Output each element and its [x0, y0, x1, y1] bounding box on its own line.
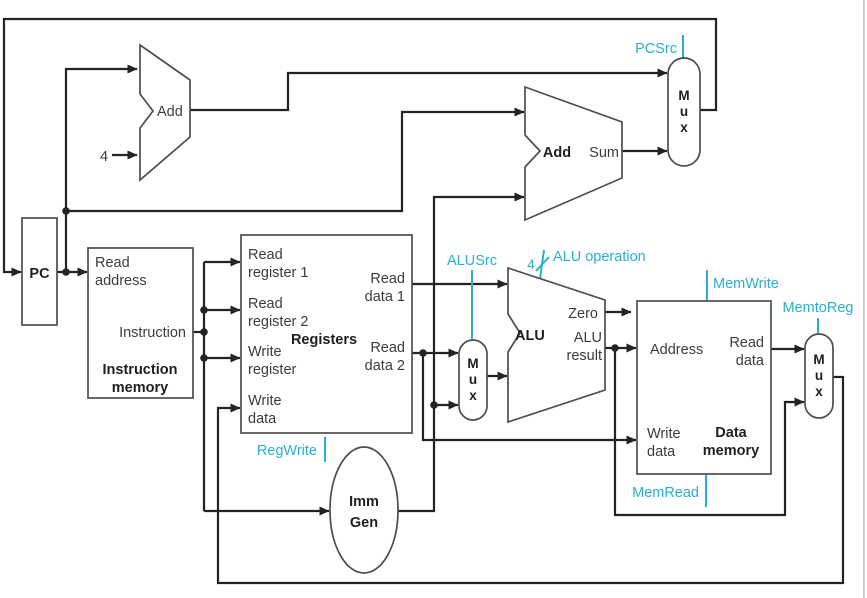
- branch-adder-sum-label: Sum: [589, 145, 619, 161]
- pc-adder-shape: [139, 43, 191, 182]
- alusrc-signal-label: ALUSrc: [447, 253, 497, 269]
- dmem-write-data-label-2: data: [647, 444, 676, 460]
- registers-read-data1-label-1: Read: [370, 271, 405, 287]
- registers-read-data1-label-2: data 1: [365, 289, 405, 305]
- imem-read-address-label-1: Read: [95, 255, 130, 271]
- alu-zero-label: Zero: [568, 306, 598, 322]
- imm-gen-label-2: Gen: [350, 515, 378, 531]
- alusrc-mux-shape: [458, 339, 488, 421]
- registers-title: Registers: [291, 332, 357, 348]
- pc-label: PC: [29, 266, 50, 282]
- alusrc-mux-letter-x: x: [469, 388, 477, 403]
- memread-signal-label: MemRead: [632, 485, 699, 501]
- registers-write-register-label-1: Write: [248, 344, 282, 360]
- page-right-edge: [863, 0, 865, 598]
- registers-read-data2-label-1: Read: [370, 340, 405, 356]
- junction-dot-read-data2: [419, 349, 427, 357]
- pcsrc-mux-shape: [667, 57, 701, 167]
- wire-pc-to-branch-adder: [66, 107, 525, 213]
- registers-write-data-label-2: data: [248, 411, 277, 427]
- wire-writeback-to-registers: [216, 375, 845, 585]
- junction-dot-instr-wr: [200, 354, 208, 362]
- dmem-address-label: Address: [650, 342, 703, 358]
- registers-read-data2-label-2: data 2: [365, 358, 405, 374]
- registers-write-data-label-1: Write: [248, 393, 282, 409]
- wire-alu-result-to-memtoreg-mux: [613, 348, 805, 517]
- junction-dot-instr-rr2: [200, 306, 208, 314]
- junction-dot-instr-main: [200, 328, 208, 336]
- dmem-title-1: Data: [715, 425, 747, 441]
- registers-box: [240, 234, 413, 434]
- memtoreg-mux-letter-m: M: [813, 352, 824, 367]
- alu-result-label-1: ALU: [574, 330, 602, 346]
- pcsrc-signal-label: PCSrc: [635, 41, 677, 57]
- pcsrc-mux-letter-u: u: [680, 104, 688, 119]
- constant-4-label: 4: [100, 149, 108, 165]
- imem-read-address-label-2: address: [95, 273, 147, 289]
- memwrite-signal-label: MemWrite: [713, 276, 779, 292]
- junction-dot-pc-branch: [62, 207, 70, 215]
- wire-pc-to-pc-adder: [64, 64, 138, 272]
- dmem-title-2: memory: [703, 443, 759, 459]
- alusrc-mux-letter-u: u: [469, 372, 477, 387]
- imem-title-2: memory: [112, 380, 168, 396]
- registers-write-register-label-2: register: [248, 362, 297, 378]
- branch-adder-shape: [524, 85, 623, 222]
- dmem-write-data-label-1: Write: [647, 426, 681, 442]
- memtoreg-mux-shape: [804, 333, 834, 419]
- memtoreg-mux-letter-x: x: [815, 384, 823, 399]
- registers-read-register1-label-2: register 1: [248, 265, 308, 281]
- alusrc-mux-letter-m: M: [467, 356, 478, 371]
- memtoreg-mux-letter-u: u: [815, 368, 823, 383]
- alu-operation-width-label: 4: [527, 257, 535, 272]
- dmem-read-data-label-2: data: [736, 353, 765, 369]
- imm-gen-label-1: Imm: [349, 494, 379, 510]
- wire-imm-gen-to-branch-adder: [398, 192, 525, 513]
- dmem-read-data-label-1: Read: [729, 335, 764, 351]
- alu-shape: [507, 266, 606, 424]
- instruction-memory-box: [87, 247, 194, 399]
- imm-gen-ellipse: [329, 446, 399, 574]
- branch-adder-label: Add: [543, 145, 571, 161]
- pcsrc-mux-letter-x: x: [680, 120, 688, 135]
- pc-box: [21, 217, 58, 326]
- regwrite-signal-label: RegWrite: [257, 443, 317, 459]
- pcsrc-mux-letter-m: M: [678, 88, 689, 103]
- junction-dot-pc-out: [62, 268, 70, 276]
- alu-label: ALU: [515, 328, 545, 344]
- junction-dot-immediate: [430, 401, 438, 409]
- pc-adder-label: Add: [157, 104, 183, 120]
- alu-operation-signal-label: ALU operation: [553, 249, 646, 265]
- wire-pcsrc-mux-to-pc: [2, 17, 718, 277]
- wire-read-data2-to-data-memory: [421, 353, 637, 445]
- wire-pc-plus-4-to-pcsrc-mux: [190, 68, 668, 112]
- registers-read-register2-label-2: register 2: [248, 314, 308, 330]
- alu-result-label-2: result: [567, 348, 602, 364]
- junction-dot-alu-result: [611, 344, 619, 352]
- imem-instruction-label: Instruction: [119, 325, 186, 341]
- data-memory-box: [636, 300, 772, 475]
- memtoreg-signal-label: MemtoReg: [783, 300, 854, 316]
- control-line-alu-operation-width-slash: [535, 256, 550, 272]
- registers-read-register2-label-1: Read: [248, 296, 283, 312]
- imem-title-1: Instruction: [103, 362, 178, 378]
- registers-read-register1-label-1: Read: [248, 247, 283, 263]
